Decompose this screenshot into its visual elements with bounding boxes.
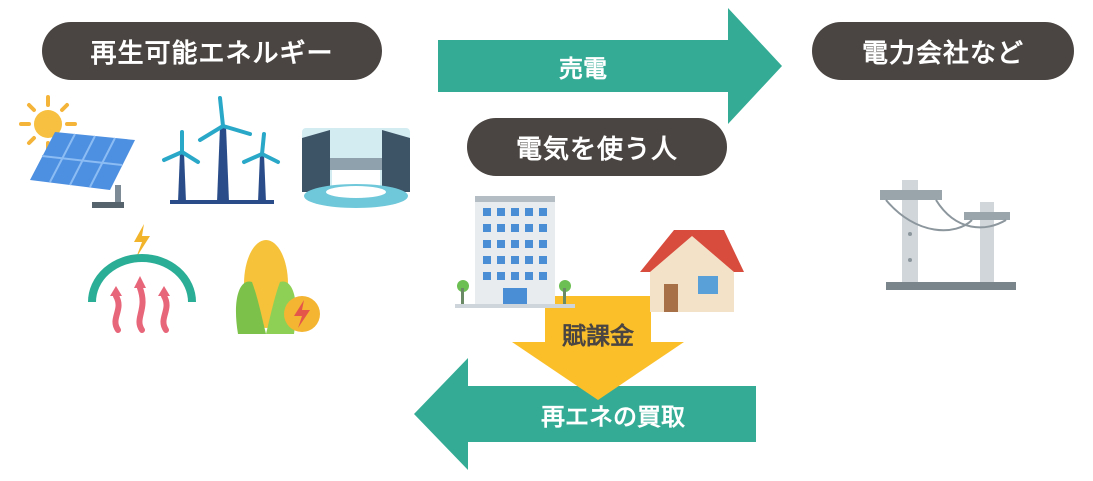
purchase-arrow	[414, 358, 756, 470]
levy-arrow	[512, 296, 684, 400]
consumer-label: 電気を使う人	[467, 118, 727, 176]
sell-arrow-label: 売電	[559, 54, 607, 83]
dam-icon	[302, 128, 410, 208]
house-icon	[640, 230, 744, 312]
wind-turbine-icon	[162, 96, 280, 204]
power-pylon-icon	[880, 180, 1016, 290]
solar-panel-icon	[30, 132, 135, 208]
levy-arrow-label: 賦課金	[562, 321, 634, 350]
purchase-arrow-label: 再エネの買取	[541, 402, 685, 431]
utility-company-label: 電力会社など	[812, 22, 1074, 80]
biomass-corn-icon	[235, 240, 320, 334]
sell-arrow	[438, 8, 782, 124]
renewable-energy-label: 再生可能エネルギー	[42, 22, 382, 80]
geothermal-icon	[88, 224, 196, 333]
office-building-icon	[455, 196, 575, 308]
